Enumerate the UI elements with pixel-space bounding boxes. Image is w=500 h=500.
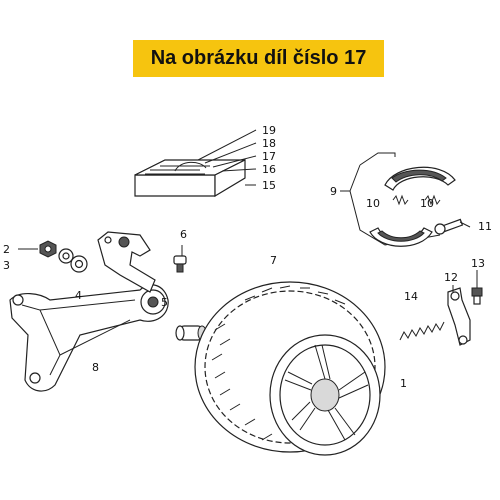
label-10-left: 10 [366,197,380,210]
label-2: 2 [3,243,10,256]
label-17: 17 [262,150,276,163]
label-11: 11 [478,220,492,233]
label-7: 7 [270,254,277,267]
box-leader-lines [197,129,257,186]
label-5: 5 [161,296,168,309]
label-1: 1 [400,377,407,390]
brake-shoe-upper-part[interactable] [384,166,456,191]
label-8: 8 [92,361,99,374]
brake-pad-box-part[interactable] [134,159,246,198]
brake-spring-left-part[interactable] [392,194,409,206]
bracket-part[interactable] [97,231,156,293]
brake-lever-part[interactable] [447,287,471,346]
label-3: 3 [3,259,10,272]
part-number-banner: Na obrázku díl číslo 17 [133,40,384,77]
label-10-right: 10 [420,197,434,210]
rear-wheel-part[interactable] [194,281,386,456]
label-19: 19 [262,124,276,137]
label-18: 18 [262,137,276,150]
label-12: 12 [444,271,458,284]
label-14: 14 [404,290,418,303]
label-15: 15 [262,179,276,192]
label-6: 6 [180,228,187,241]
label-16: 16 [262,163,276,176]
brake-spring-right-part[interactable] [424,194,441,206]
brake-shoe-lower-part[interactable] [369,227,433,247]
nut-part[interactable] [39,240,57,258]
washer-part[interactable] [58,248,88,273]
label-4: 4 [75,289,82,302]
label-13: 13 [471,257,485,270]
swing-arm-part[interactable] [9,284,169,392]
spring-part[interactable] [399,321,445,341]
label-9: 9 [330,185,337,198]
brake-cam-part[interactable] [434,218,471,235]
tire-tread-marks [211,285,346,441]
bolt-6-part[interactable] [173,255,187,273]
bolt-13-part[interactable] [471,287,483,305]
